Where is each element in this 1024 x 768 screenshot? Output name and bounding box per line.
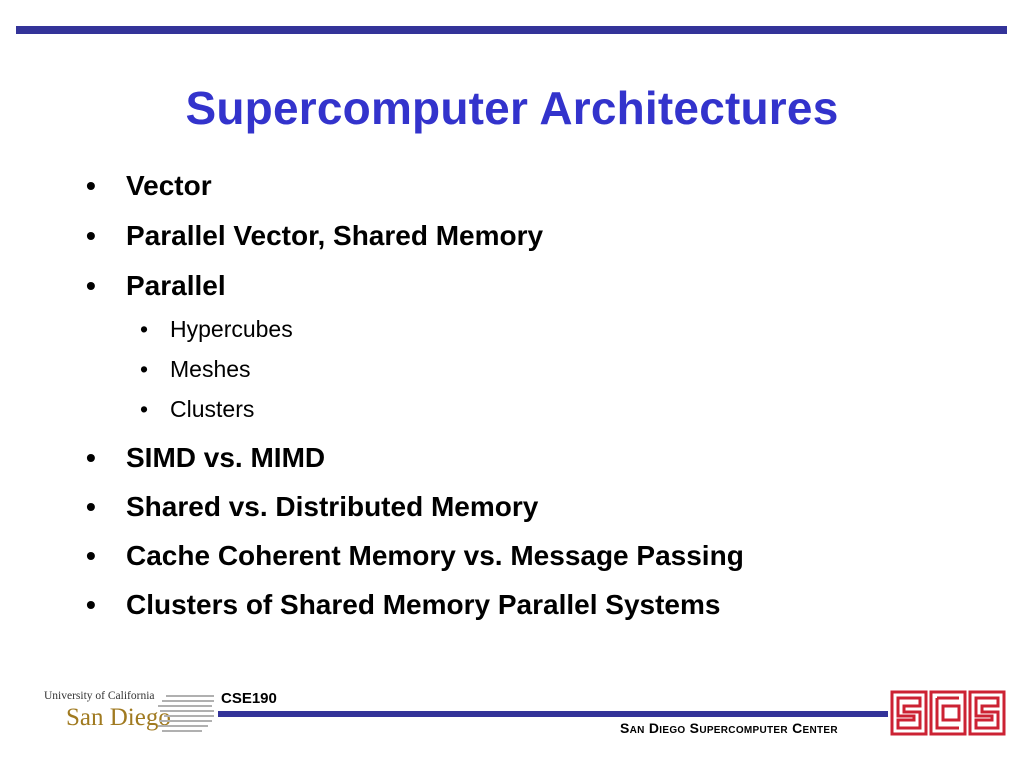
university-name: University of California	[44, 690, 155, 702]
sub-bullet-marker: •	[140, 396, 149, 422]
sub-bullet-item: • Hypercubes	[86, 314, 1006, 354]
bullet-marker: •	[86, 270, 96, 301]
bullet-marker: •	[86, 540, 96, 571]
sub-bullet-marker: •	[140, 316, 149, 342]
campus-name: San Diego	[66, 704, 171, 731]
bullet-list: • Vector • Parallel Vector, Shared Memor…	[86, 168, 1006, 636]
bullet-item: • Parallel Vector, Shared Memory	[86, 218, 1006, 268]
top-rule	[16, 26, 1007, 34]
bullet-marker: •	[86, 589, 96, 620]
bullet-item: • Parallel	[86, 268, 1006, 314]
ucsd-logo: University of California San Diego	[40, 690, 220, 742]
center-name: San Diego Supercomputer Center	[620, 720, 838, 736]
bullet-marker: •	[86, 220, 96, 251]
sub-bullet-text: Clusters	[170, 396, 255, 422]
sub-bullet-item: • Meshes	[86, 354, 1006, 394]
bullet-text: SIMD vs. MIMD	[126, 442, 326, 473]
logo-stripes-icon	[158, 695, 214, 732]
footer-rule	[218, 711, 888, 717]
bullet-marker: •	[86, 491, 96, 522]
bullet-text: Parallel	[126, 270, 226, 301]
bullet-item: • SIMD vs. MIMD	[86, 440, 1006, 489]
slide-title: Supercomputer Architectures	[185, 82, 839, 134]
sub-bullet-text: Hypercubes	[170, 316, 293, 342]
sub-bullet-text: Meshes	[170, 356, 251, 382]
bullet-text: Clusters of Shared Memory Parallel Syste…	[126, 589, 721, 620]
bullet-item: • Clusters of Shared Memory Parallel Sys…	[86, 587, 1006, 636]
sub-bullet-marker: •	[140, 356, 149, 382]
bullet-item: • Cache Coherent Memory vs. Message Pass…	[86, 538, 1006, 587]
sdsc-logo-icon	[890, 690, 1006, 736]
bullet-text: Parallel Vector, Shared Memory	[126, 220, 544, 251]
bullet-item: • Shared vs. Distributed Memory	[86, 489, 1006, 538]
bullet-text: Cache Coherent Memory vs. Message Passin…	[126, 540, 744, 571]
bullet-text: Vector	[126, 170, 212, 201]
bullet-marker: •	[86, 442, 96, 473]
course-code: CSE190	[221, 690, 277, 707]
bullet-item: • Vector	[86, 168, 1006, 218]
sub-bullet-item: • Clusters	[86, 394, 1006, 440]
bullet-text: Shared vs. Distributed Memory	[126, 491, 539, 522]
bullet-marker: •	[86, 170, 96, 201]
